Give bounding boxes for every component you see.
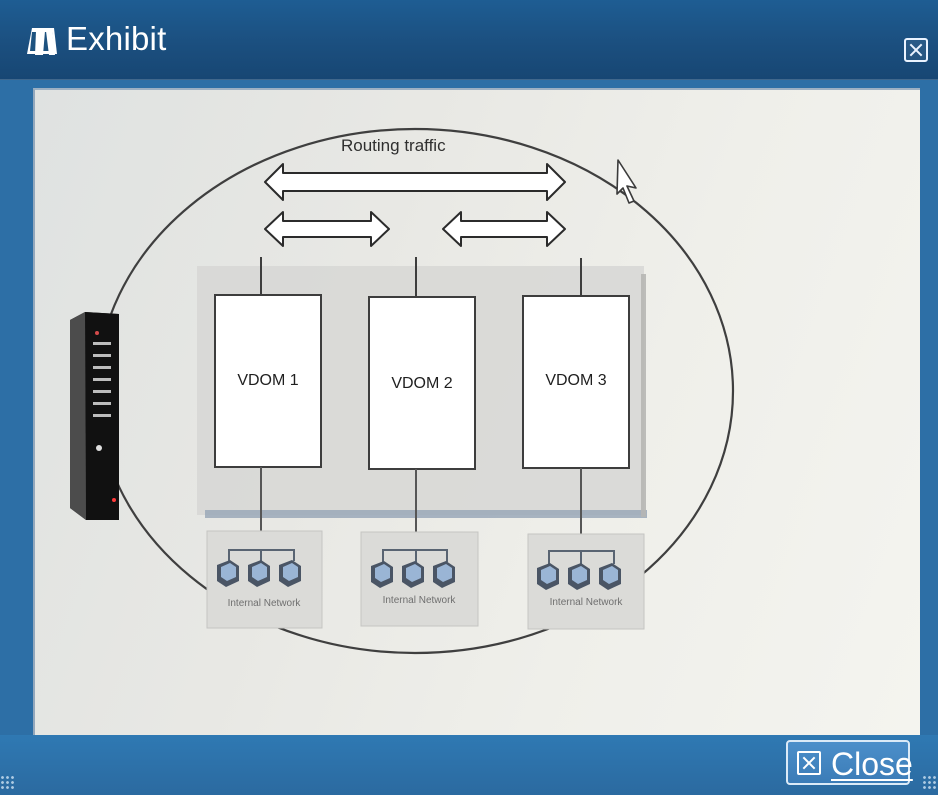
window-title: Exhibit	[66, 20, 167, 57]
vdom-1-label: VDOM 1	[237, 372, 298, 389]
close-button-label: Close	[831, 746, 913, 782]
title-bar: Exhibit	[0, 0, 938, 80]
computer-icon	[371, 561, 393, 588]
routing-arrow-left	[264, 211, 390, 247]
vdom-routing-diagram: Routing traffic	[70, 127, 735, 655]
mouse-pointer-icon	[616, 159, 637, 204]
exhibit-icon	[27, 28, 57, 55]
routing-arrow-right	[442, 211, 566, 247]
close-icon	[797, 751, 821, 775]
resize-grip-left[interactable]	[0, 775, 14, 789]
firewall-appliance-icon	[70, 312, 119, 520]
internal-network-1: Internal Network	[206, 530, 323, 629]
computer-icon	[402, 561, 424, 588]
internal-network-3: Internal Network	[527, 533, 645, 630]
internal-network-2-label: Internal Network	[383, 595, 457, 606]
vdom-2-label: VDOM 2	[391, 375, 452, 392]
dialog-footer	[0, 735, 938, 795]
close-icon[interactable]	[904, 38, 928, 62]
vdom-2: VDOM 2	[368, 257, 476, 550]
computer-icon	[568, 563, 590, 590]
routing-arrow-long	[264, 163, 566, 201]
exhibit-content: Routing traffic	[33, 88, 920, 735]
close-button[interactable]: Close	[786, 740, 913, 785]
computer-icon	[217, 560, 239, 587]
internal-network-2: Internal Network	[360, 531, 479, 627]
internal-network-1-label: Internal Network	[228, 598, 302, 609]
routing-traffic-label: Routing traffic	[341, 136, 446, 155]
resize-grip-right[interactable]	[922, 775, 936, 789]
internal-network-3-label: Internal Network	[550, 597, 624, 608]
computer-icon	[279, 560, 301, 587]
vdom-3-label: VDOM 3	[545, 372, 606, 389]
computer-icon	[537, 563, 559, 590]
computer-icon	[433, 561, 455, 588]
computer-icon	[248, 560, 270, 587]
vdom-1: VDOM 1	[214, 257, 322, 550]
computer-icon	[599, 563, 621, 590]
